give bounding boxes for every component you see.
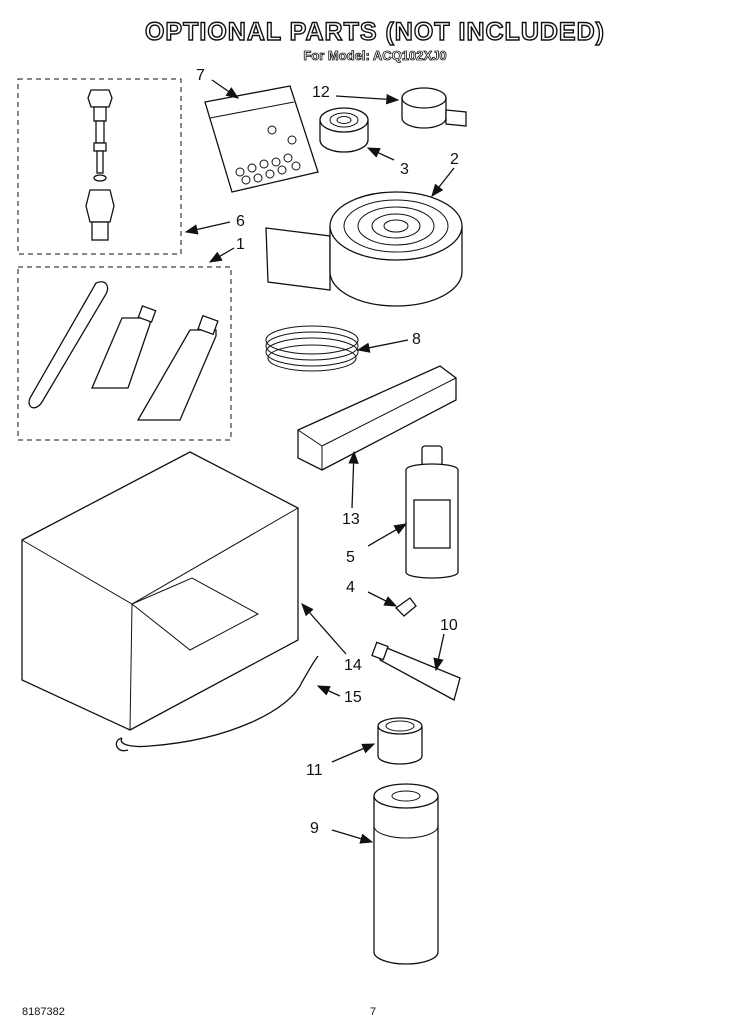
callout-1: 1 (236, 236, 245, 253)
callout-3: 3 (400, 161, 409, 178)
foam-block-part (297, 365, 457, 471)
callout-6: 6 (236, 213, 245, 230)
hardware-bag-part (204, 85, 319, 193)
callout-5: 5 (346, 549, 355, 566)
callout-9: 9 (310, 820, 319, 837)
callout-10: 10 (440, 617, 458, 634)
callout-7: 7 (196, 67, 205, 84)
cover-cord-part (115, 655, 319, 752)
callout-14: 14 (344, 657, 362, 674)
unit-cover-part (21, 451, 299, 731)
callout-15: 15 (344, 689, 362, 706)
callout-8: 8 (412, 331, 421, 348)
kit-1-box (17, 266, 232, 441)
part-number: 8187382 (22, 1006, 65, 1018)
callout-4: 4 (346, 579, 355, 596)
sealant-tube-small-part (91, 305, 157, 389)
foam-tape-roll-part (265, 191, 463, 307)
foam-strip-part (28, 281, 109, 409)
tape-roll-small-part (319, 107, 369, 153)
cap-plug-part (394, 597, 417, 617)
lubricant-tube-part (371, 641, 461, 701)
callout-13: 13 (342, 511, 360, 528)
wire-coil-part (265, 325, 359, 372)
page-number: 7 (370, 1006, 377, 1018)
callout-2: 2 (450, 151, 459, 168)
kit-6-box (17, 78, 182, 255)
page-title: OPTIONAL PARTS (NOT INCLUDED) (144, 17, 605, 46)
tape-ring-part (377, 717, 423, 765)
callout-11: 11 (306, 762, 323, 779)
cleaner-bottle-part (405, 445, 459, 579)
tape-roll-12-part (401, 87, 467, 129)
aerosol-can-part (373, 783, 439, 965)
fitting-valve-part (85, 89, 115, 241)
sealant-tube-large-part (136, 314, 219, 421)
model-subtitle: For Model: ACQ102XJ0 (303, 48, 447, 64)
callout-12: 12 (312, 84, 330, 101)
